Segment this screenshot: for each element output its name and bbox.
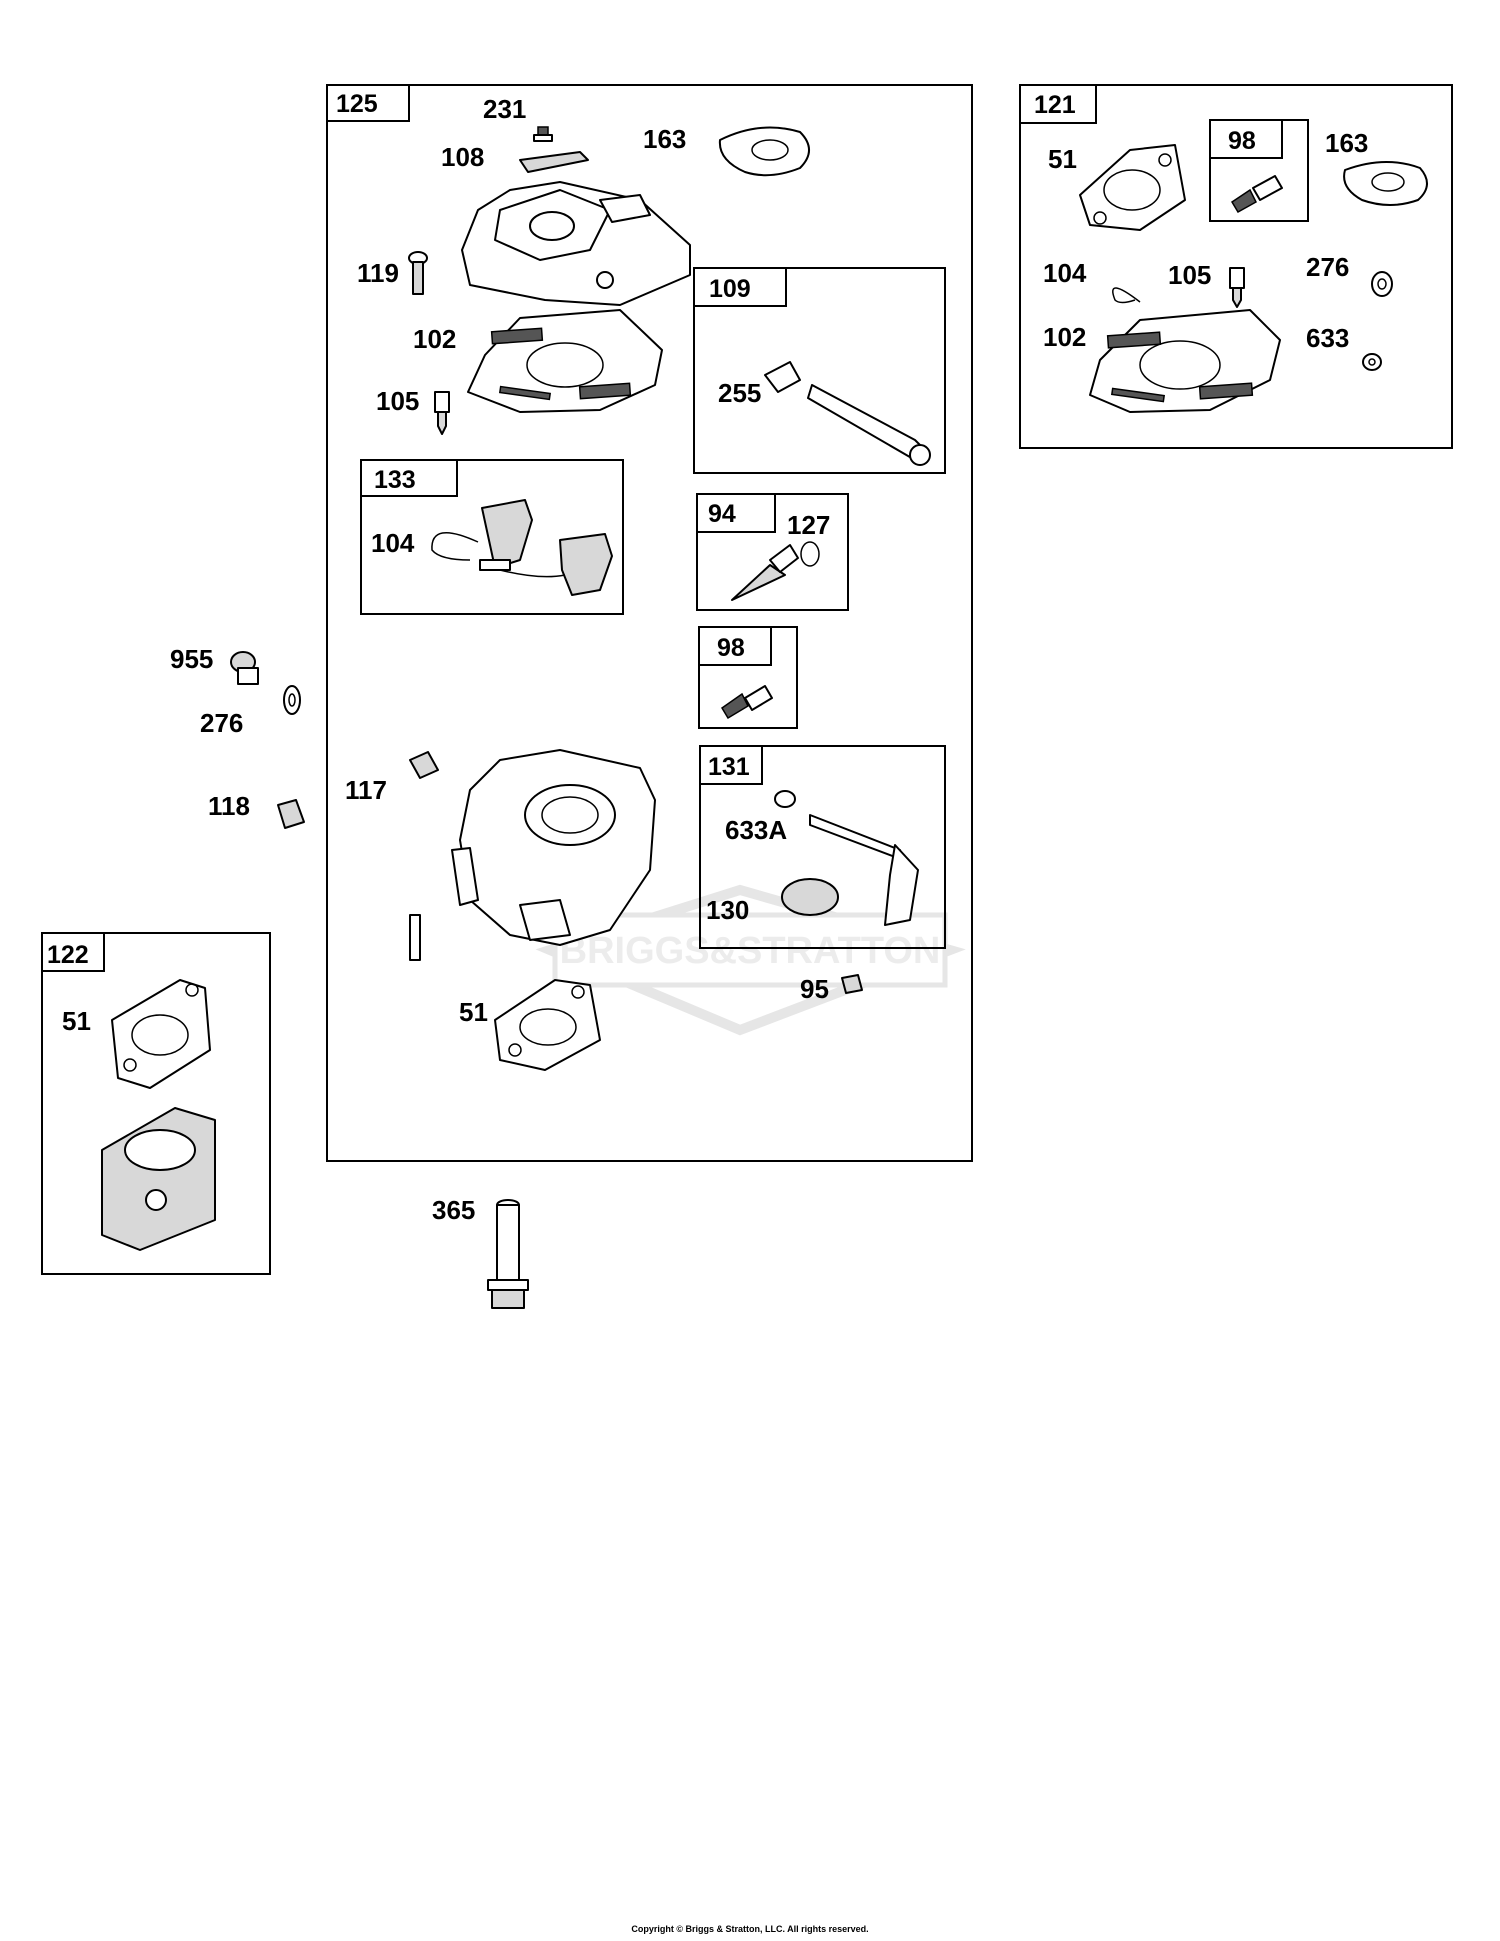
label-276-kit: 276 <box>1306 252 1349 282</box>
part-51-gasket-kit-icon <box>1079 144 1186 231</box>
part-carb-top-cover-icon <box>461 181 691 306</box>
part-105-kit-needle-icon <box>1229 267 1245 308</box>
box-121-label: 121 <box>1034 91 1076 119</box>
label-104-main: 104 <box>371 528 415 558</box>
part-131-throttle-shaft-icon <box>774 790 919 926</box>
part-163-gasket-icon <box>718 126 810 177</box>
part-633-washer-icon <box>1362 353 1382 371</box>
label-102-main: 102 <box>413 324 456 354</box>
box-109-label: 109 <box>709 275 751 303</box>
part-carb-body-icon <box>451 749 656 946</box>
label-104-kit: 104 <box>1043 258 1087 288</box>
label-955: 955 <box>170 644 213 674</box>
part-118-fitting-icon <box>277 799 305 829</box>
part-276-washer-side-icon <box>283 685 301 715</box>
part-122-spacer-icon <box>101 1107 216 1251</box>
kit-box-122: 122 <box>41 932 271 1275</box>
part-95-plug-icon <box>841 974 863 994</box>
kit-box-98-main: 98 <box>698 626 798 729</box>
label-276-side: 276 <box>200 708 243 738</box>
part-163-gasket-kit-icon <box>1343 160 1428 206</box>
part-98-kit-spring-screw-icon <box>1230 175 1283 214</box>
kit-box-121: 121 <box>1019 84 1453 449</box>
label-95: 95 <box>800 974 829 1004</box>
part-51-gasket-main-icon <box>494 979 601 1071</box>
part-94-mixture-screw-icon <box>731 541 820 601</box>
part-231-screw-icon <box>533 126 553 142</box>
label-51-main: 51 <box>459 997 488 1027</box>
part-119-screw-icon <box>408 251 428 295</box>
part-108-plate-icon <box>519 151 589 173</box>
label-130: 130 <box>706 895 749 925</box>
label-118: 118 <box>208 791 250 821</box>
assembly-box-125: 125 <box>326 84 973 1162</box>
box-125-label: 125 <box>336 90 378 118</box>
part-109-shaft-icon <box>764 361 931 466</box>
label-108: 108 <box>441 142 484 172</box>
part-98-spring-screw-icon <box>720 685 773 720</box>
label-255: 255 <box>718 378 761 408</box>
label-105-kit: 105 <box>1168 260 1211 290</box>
kit-box-109: 109 <box>693 267 946 474</box>
part-133-float-icon <box>479 499 613 596</box>
label-633A: 633A <box>725 815 787 845</box>
label-163-kit: 163 <box>1325 128 1368 158</box>
label-231: 231 <box>483 94 526 124</box>
box-131-label: 131 <box>708 753 750 781</box>
part-102-gasket-icon <box>467 309 663 413</box>
copyright-notice: Copyright © Briggs & Stratton, LLC. All … <box>631 1924 869 1934</box>
label-119: 119 <box>357 258 399 288</box>
label-51-kit: 51 <box>1048 144 1077 174</box>
kit-box-133: 133 <box>360 459 624 615</box>
part-104-kit-pin-icon <box>1112 287 1141 304</box>
box-133-label: 133 <box>374 466 416 494</box>
label-127: 127 <box>787 510 830 540</box>
part-365-bolt-icon <box>487 1199 529 1309</box>
box-98-kit-label: 98 <box>1228 127 1256 155</box>
part-276-kit-washer-icon <box>1371 271 1393 297</box>
box-98-main-label: 98 <box>717 634 745 662</box>
part-955-fitting-icon <box>230 651 259 685</box>
watermark: BRIGGS&STRATTON <box>535 884 966 1036</box>
part-102-kit-gasket-icon <box>1089 309 1281 413</box>
label-633: 633 <box>1306 323 1349 353</box>
kit-box-98-kit: 98 <box>1209 119 1309 222</box>
watermark-text: BRIGGS&STRATTON <box>560 930 941 972</box>
kit-box-131: 131 <box>699 745 946 949</box>
part-needle-jet-icon <box>409 914 421 961</box>
part-104-pin-icon <box>431 531 479 561</box>
label-117: 117 <box>345 775 387 805</box>
part-105-needle-icon <box>434 391 450 435</box>
part-51-gasket-122-icon <box>111 979 211 1089</box>
label-105-main: 105 <box>376 386 419 416</box>
box-122-label: 122 <box>47 941 89 969</box>
label-102-kit: 102 <box>1043 322 1086 352</box>
kit-box-94: 94 <box>696 493 849 611</box>
label-365: 365 <box>432 1195 475 1225</box>
label-163-main: 163 <box>643 124 686 154</box>
part-117-fitting-icon <box>409 751 439 779</box>
box-94-label: 94 <box>708 500 736 528</box>
label-51-122: 51 <box>62 1006 91 1036</box>
